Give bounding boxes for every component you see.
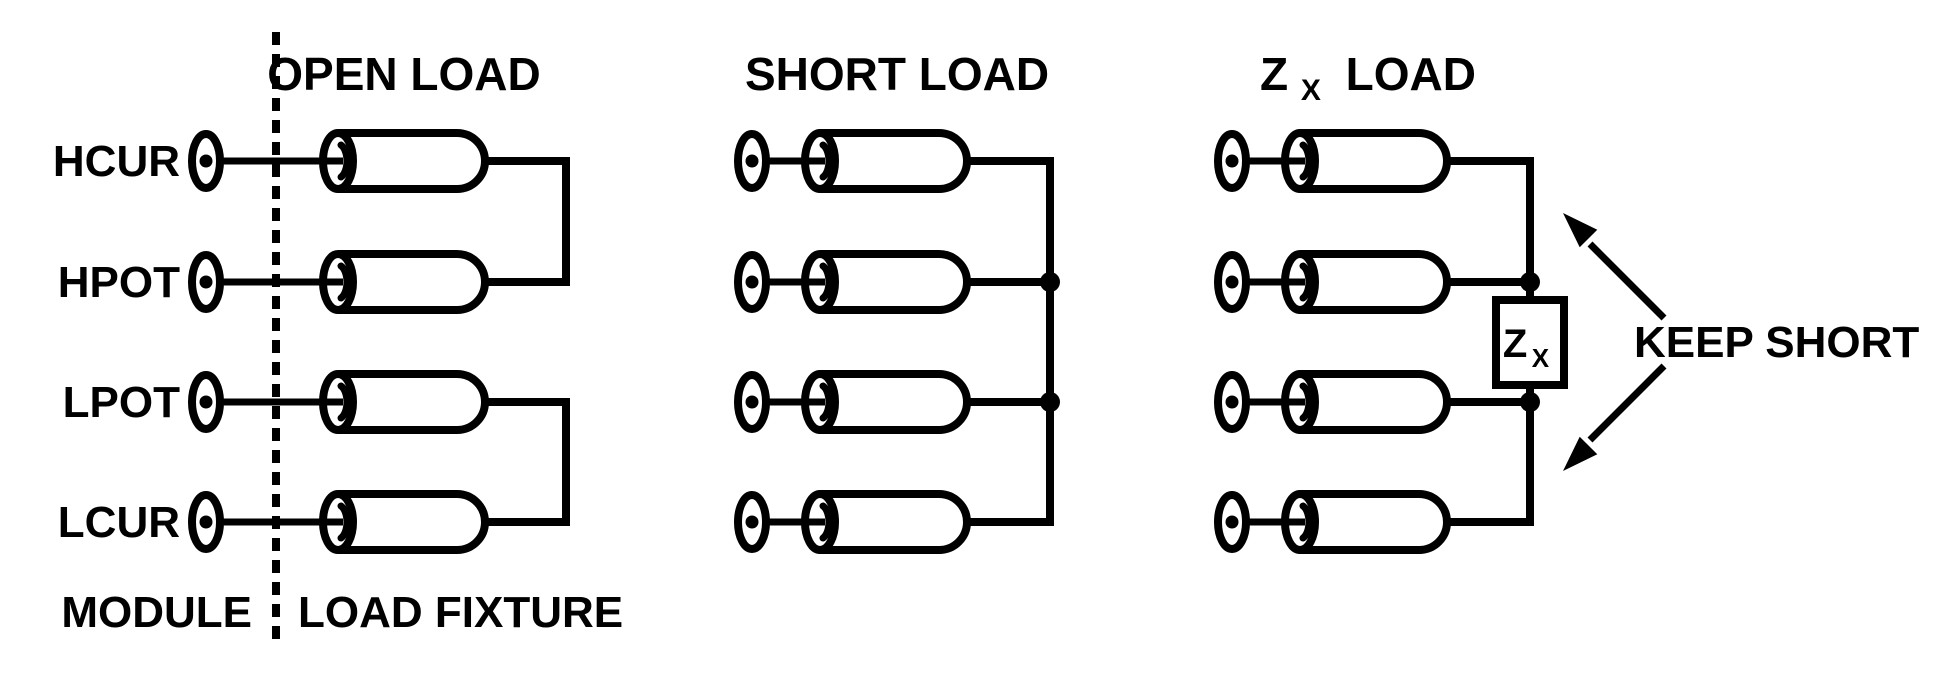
port-label-hpot: HPOT: [58, 258, 180, 307]
load-fixture-zone-label: LOAD FIXTURE: [298, 588, 623, 637]
coax-cable: [805, 494, 967, 550]
keep-short-annotation: KEEP SHORT: [1563, 213, 1919, 471]
bnc-connector: [1218, 255, 1246, 309]
keep-short-upper-arrowhead-icon: [1563, 213, 1598, 248]
coax-cable: [805, 133, 967, 189]
junction-dot: [1040, 392, 1060, 412]
zx-load-title: Z X LOAD: [1260, 48, 1476, 110]
coax-cable: [805, 374, 967, 430]
short-load-bus: [964, 157, 1054, 526]
zx-title-subscript: X: [1301, 74, 1321, 107]
zx-load-top-link: [1444, 157, 1534, 300]
coax-cable: [323, 494, 485, 550]
port-label-hcur: HCUR: [53, 137, 180, 186]
zx-impedance-box: [1492, 296, 1568, 389]
open-load-group: OPEN LOAD: [192, 48, 570, 550]
keep-short-upper-arrow-shaft: [1587, 241, 1667, 321]
bnc-connector: [192, 255, 220, 309]
open-load-title: OPEN LOAD: [267, 48, 540, 100]
coax-cable: [1285, 133, 1447, 189]
coax-cable: [1285, 254, 1447, 310]
short-load-title: SHORT LOAD: [745, 48, 1049, 100]
bnc-connector: [738, 375, 766, 429]
bnc-connector: [192, 495, 220, 549]
zx-load-group: Z X LOAD Z X: [1218, 48, 1568, 550]
bnc-connector: [1218, 375, 1246, 429]
junction-dot: [1040, 272, 1060, 292]
keep-short-lower-arrowhead-icon: [1563, 436, 1598, 471]
junction-dot: [1520, 272, 1540, 292]
bnc-connector: [738, 255, 766, 309]
junction-dot: [1520, 392, 1540, 412]
keep-short-lower-arrow-shaft: [1587, 363, 1667, 443]
port-label-lpot: LPOT: [63, 378, 180, 427]
coax-cable: [805, 254, 967, 310]
coax-cable: [323, 374, 485, 430]
coax-cable: [1285, 494, 1447, 550]
bnc-connector: [1218, 134, 1246, 188]
zx-box-base: Z: [1503, 322, 1527, 366]
open-load-lpot-lcur-link: [483, 398, 570, 526]
bnc-connector: [192, 134, 220, 188]
coax-cable: [323, 254, 485, 310]
port-label-lcur: LCUR: [58, 498, 180, 547]
zx-title-rest: LOAD: [1346, 48, 1476, 100]
zx-title-base: Z: [1260, 48, 1288, 100]
bnc-connector: [738, 495, 766, 549]
short-load-group: SHORT LOAD: [738, 48, 1060, 550]
keep-short-label: KEEP SHORT: [1634, 318, 1919, 367]
module-port-labels: HCUR HPOT LPOT LCUR: [53, 137, 180, 547]
zx-load-bottom-link: [1444, 385, 1534, 526]
bnc-connector: [1218, 495, 1246, 549]
coax-cable: [1285, 374, 1447, 430]
coax-cable: [323, 133, 485, 189]
open-load-hcur-hpot-link: [483, 157, 570, 286]
module-zone-label: MODULE: [61, 588, 252, 637]
bnc-connector: [192, 375, 220, 429]
zx-box-subscript: X: [1532, 343, 1550, 373]
bnc-connector: [738, 134, 766, 188]
zx-box-label: Z X: [1503, 322, 1550, 373]
